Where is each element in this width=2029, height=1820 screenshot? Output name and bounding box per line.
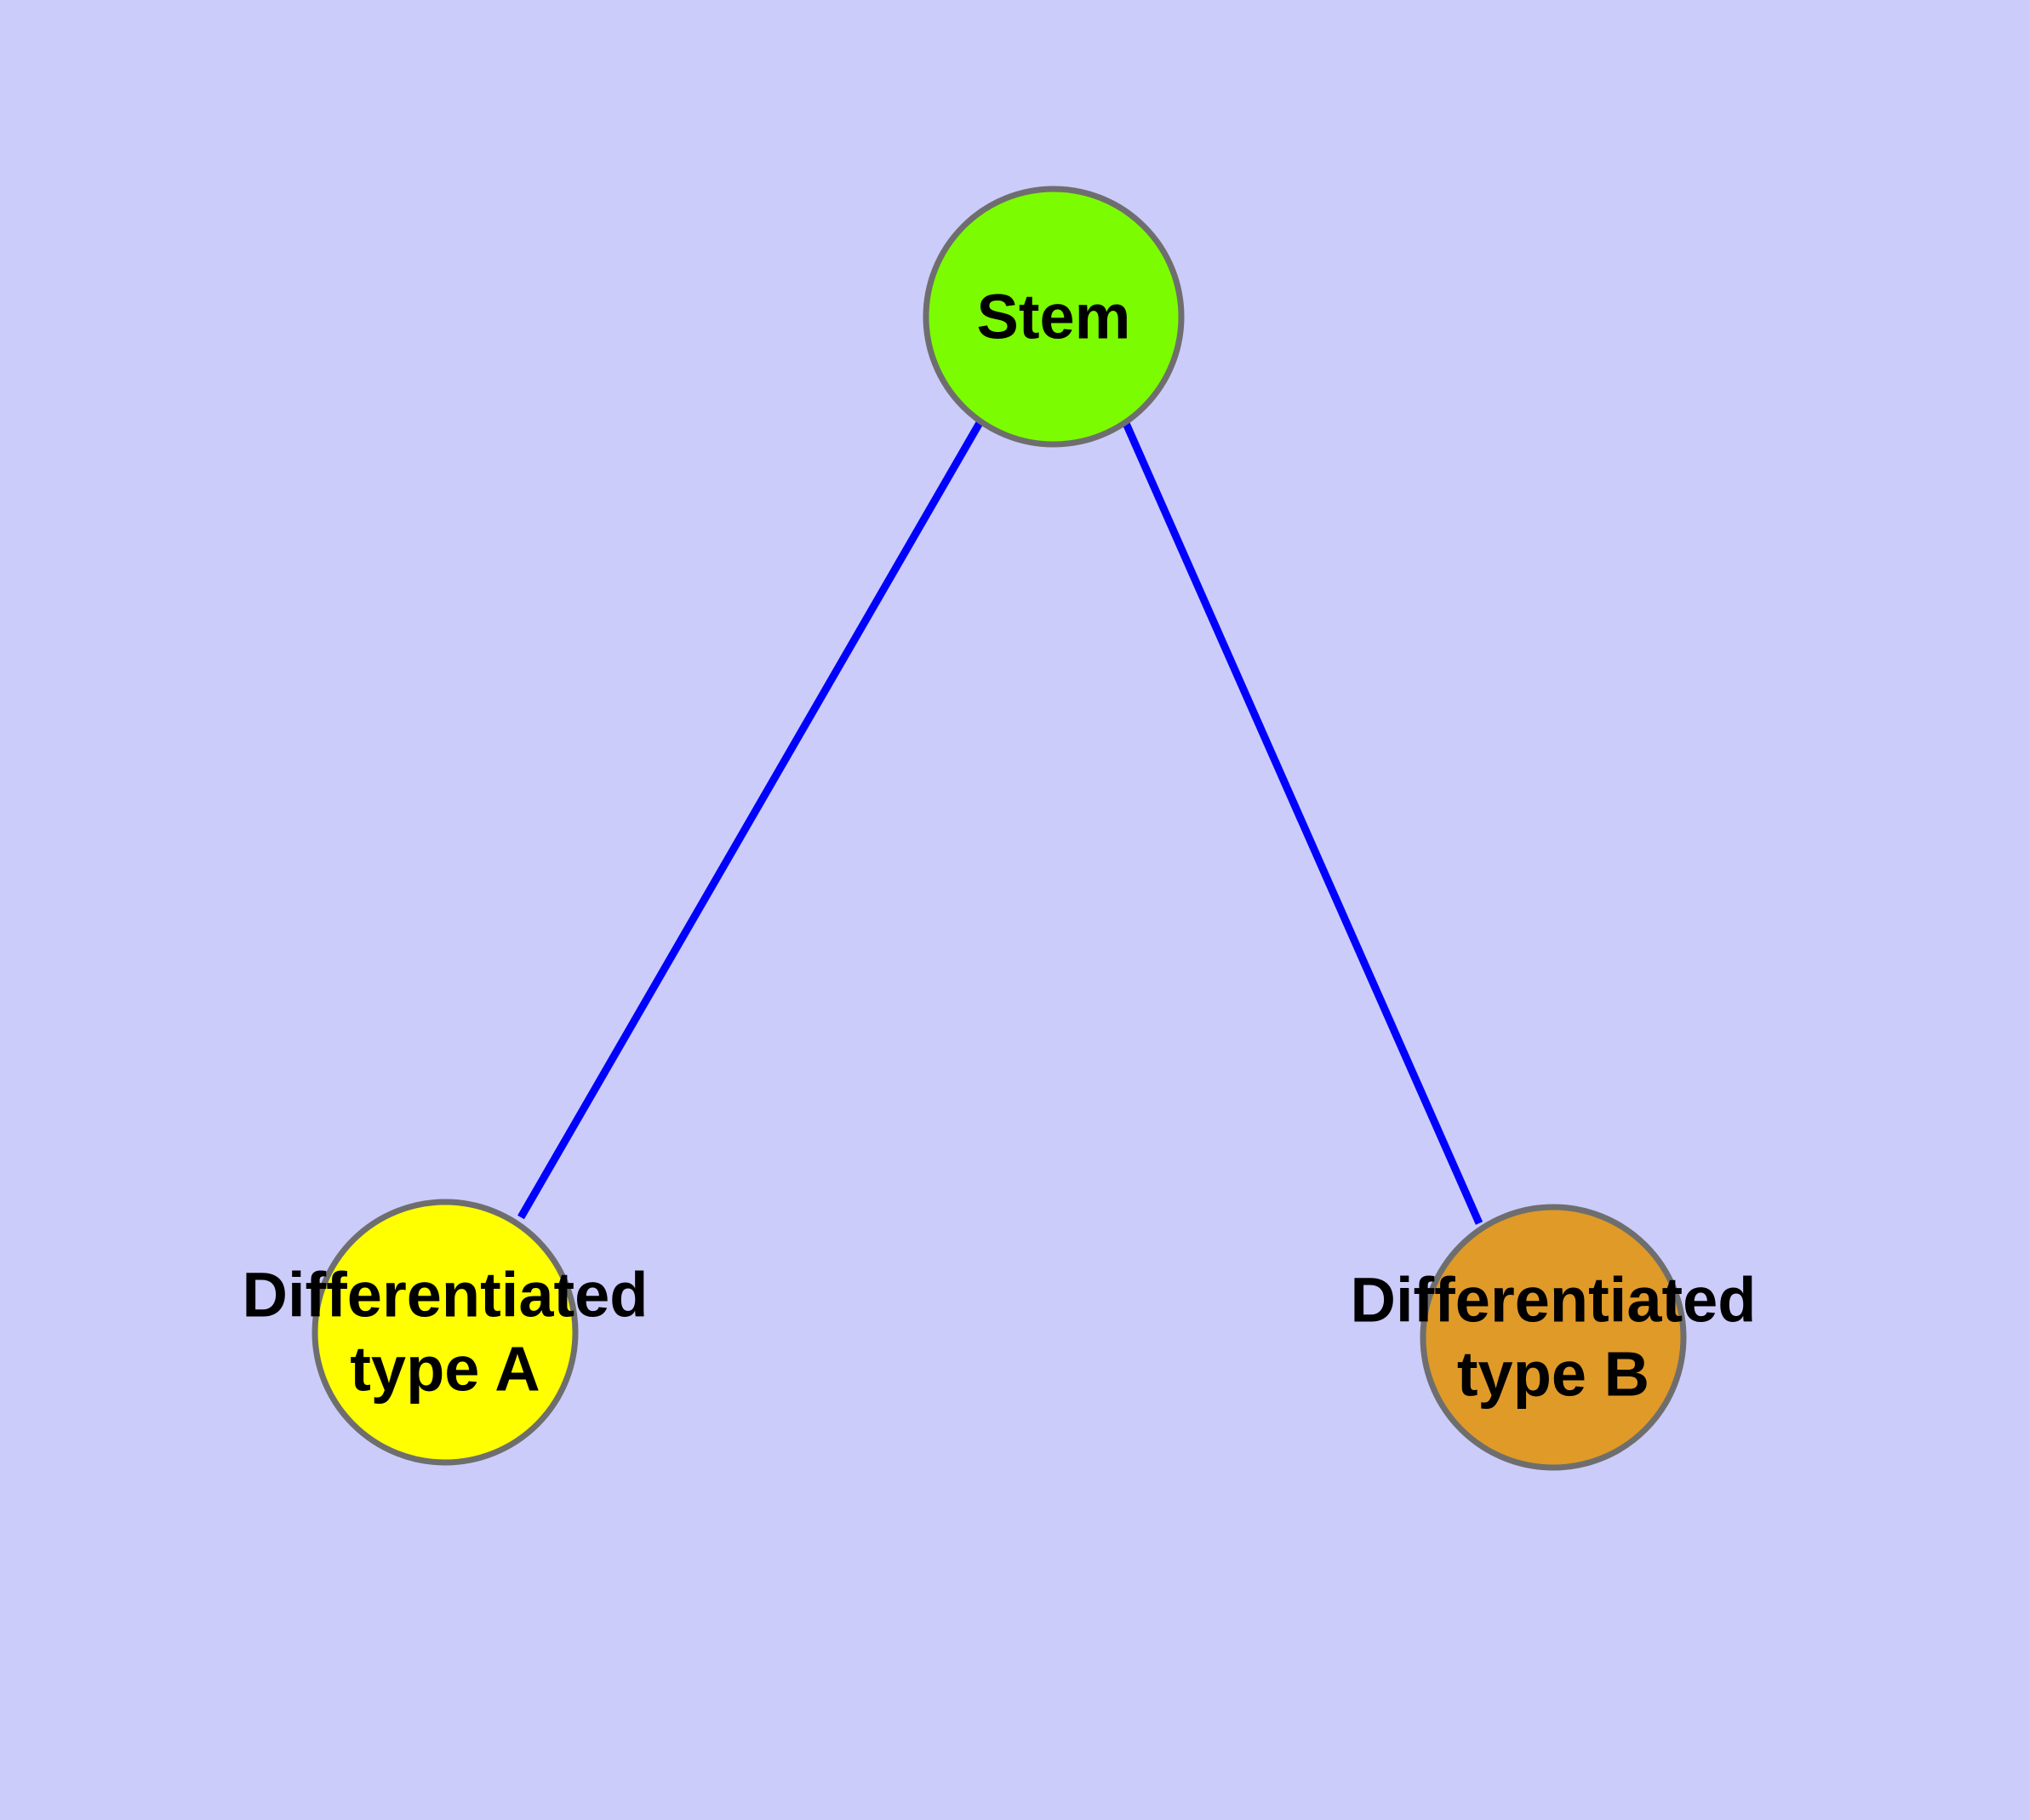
node-differentiated-type-b[interactable] xyxy=(1420,1204,1687,1471)
node-differentiated-type-a[interactable] xyxy=(311,1199,579,1466)
edge-stem-to-differentiated-type-b[interactable] xyxy=(1121,420,1483,1225)
edge-layer xyxy=(517,419,1483,1225)
node-layer xyxy=(311,186,1687,1471)
edge-stem-to-differentiated-type-a[interactable] xyxy=(517,419,984,1220)
node-stem[interactable] xyxy=(923,186,1185,448)
